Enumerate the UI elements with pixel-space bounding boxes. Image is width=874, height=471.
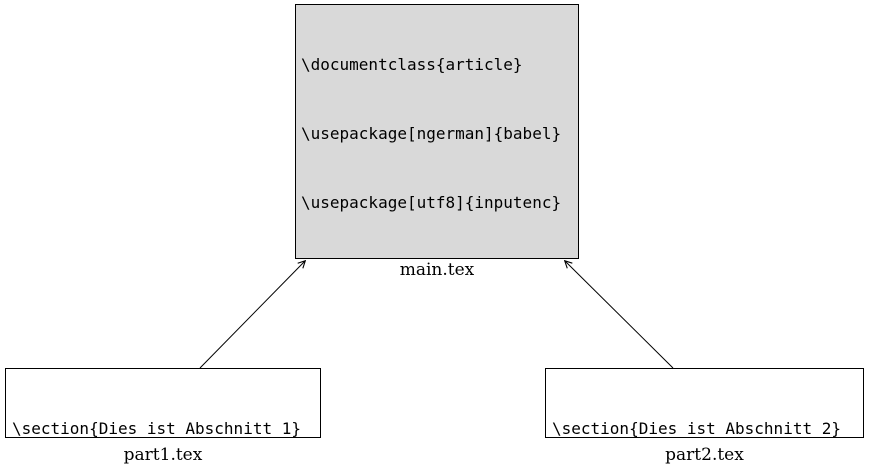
arrow-part2-to-main [565,261,674,369]
code-line: \usepackage[ngerman]{babel} [301,124,562,143]
code-line: \usepackage[utf8]{inputenc} [301,193,562,212]
code-line: \documentclass{article} [301,55,523,74]
code-line: \section{Dies ist Abschnitt 1} [12,419,301,438]
main-tex-box: \documentclass{article} \usepackage[nger… [295,4,579,259]
code-line: \section{Dies ist Abschnitt 2} [552,419,841,438]
part2-tex-box: \section{Dies ist Abschnitt 2} Hier ein … [545,368,864,438]
part1-tex-box: \section{Dies ist Abschnitt 1} Hier ein … [5,368,321,438]
part2-tex-label: part2.tex [665,445,744,465]
main-tex-label: main.tex [399,260,475,280]
part1-tex-label: part1.tex [123,445,203,465]
arrow-part1-to-main [199,261,305,369]
